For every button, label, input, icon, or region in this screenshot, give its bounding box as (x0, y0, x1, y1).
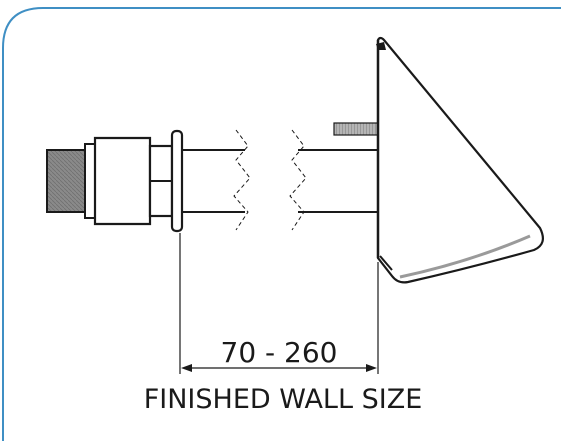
dimension-arrow-right (366, 364, 377, 372)
wall-flange (170, 129, 184, 233)
frame-border (2, 7, 561, 441)
dimension-range-label: 70 - 260 (221, 336, 338, 369)
spout-top-cap (376, 42, 386, 50)
pipe-break-left (233, 129, 251, 231)
dimension-arrow-left (181, 364, 192, 372)
valve-body (93, 136, 152, 226)
threaded-connector (46, 149, 86, 213)
spout-body (376, 36, 545, 284)
pipe-break-right (289, 129, 307, 231)
pipe-left (182, 149, 245, 213)
anchor-bolt (333, 122, 379, 136)
spout-lip (399, 234, 531, 279)
pipe-right (298, 149, 378, 213)
dimension-caption: FINISHED WALL SIZE (144, 384, 423, 415)
valve-body-left (84, 143, 96, 219)
